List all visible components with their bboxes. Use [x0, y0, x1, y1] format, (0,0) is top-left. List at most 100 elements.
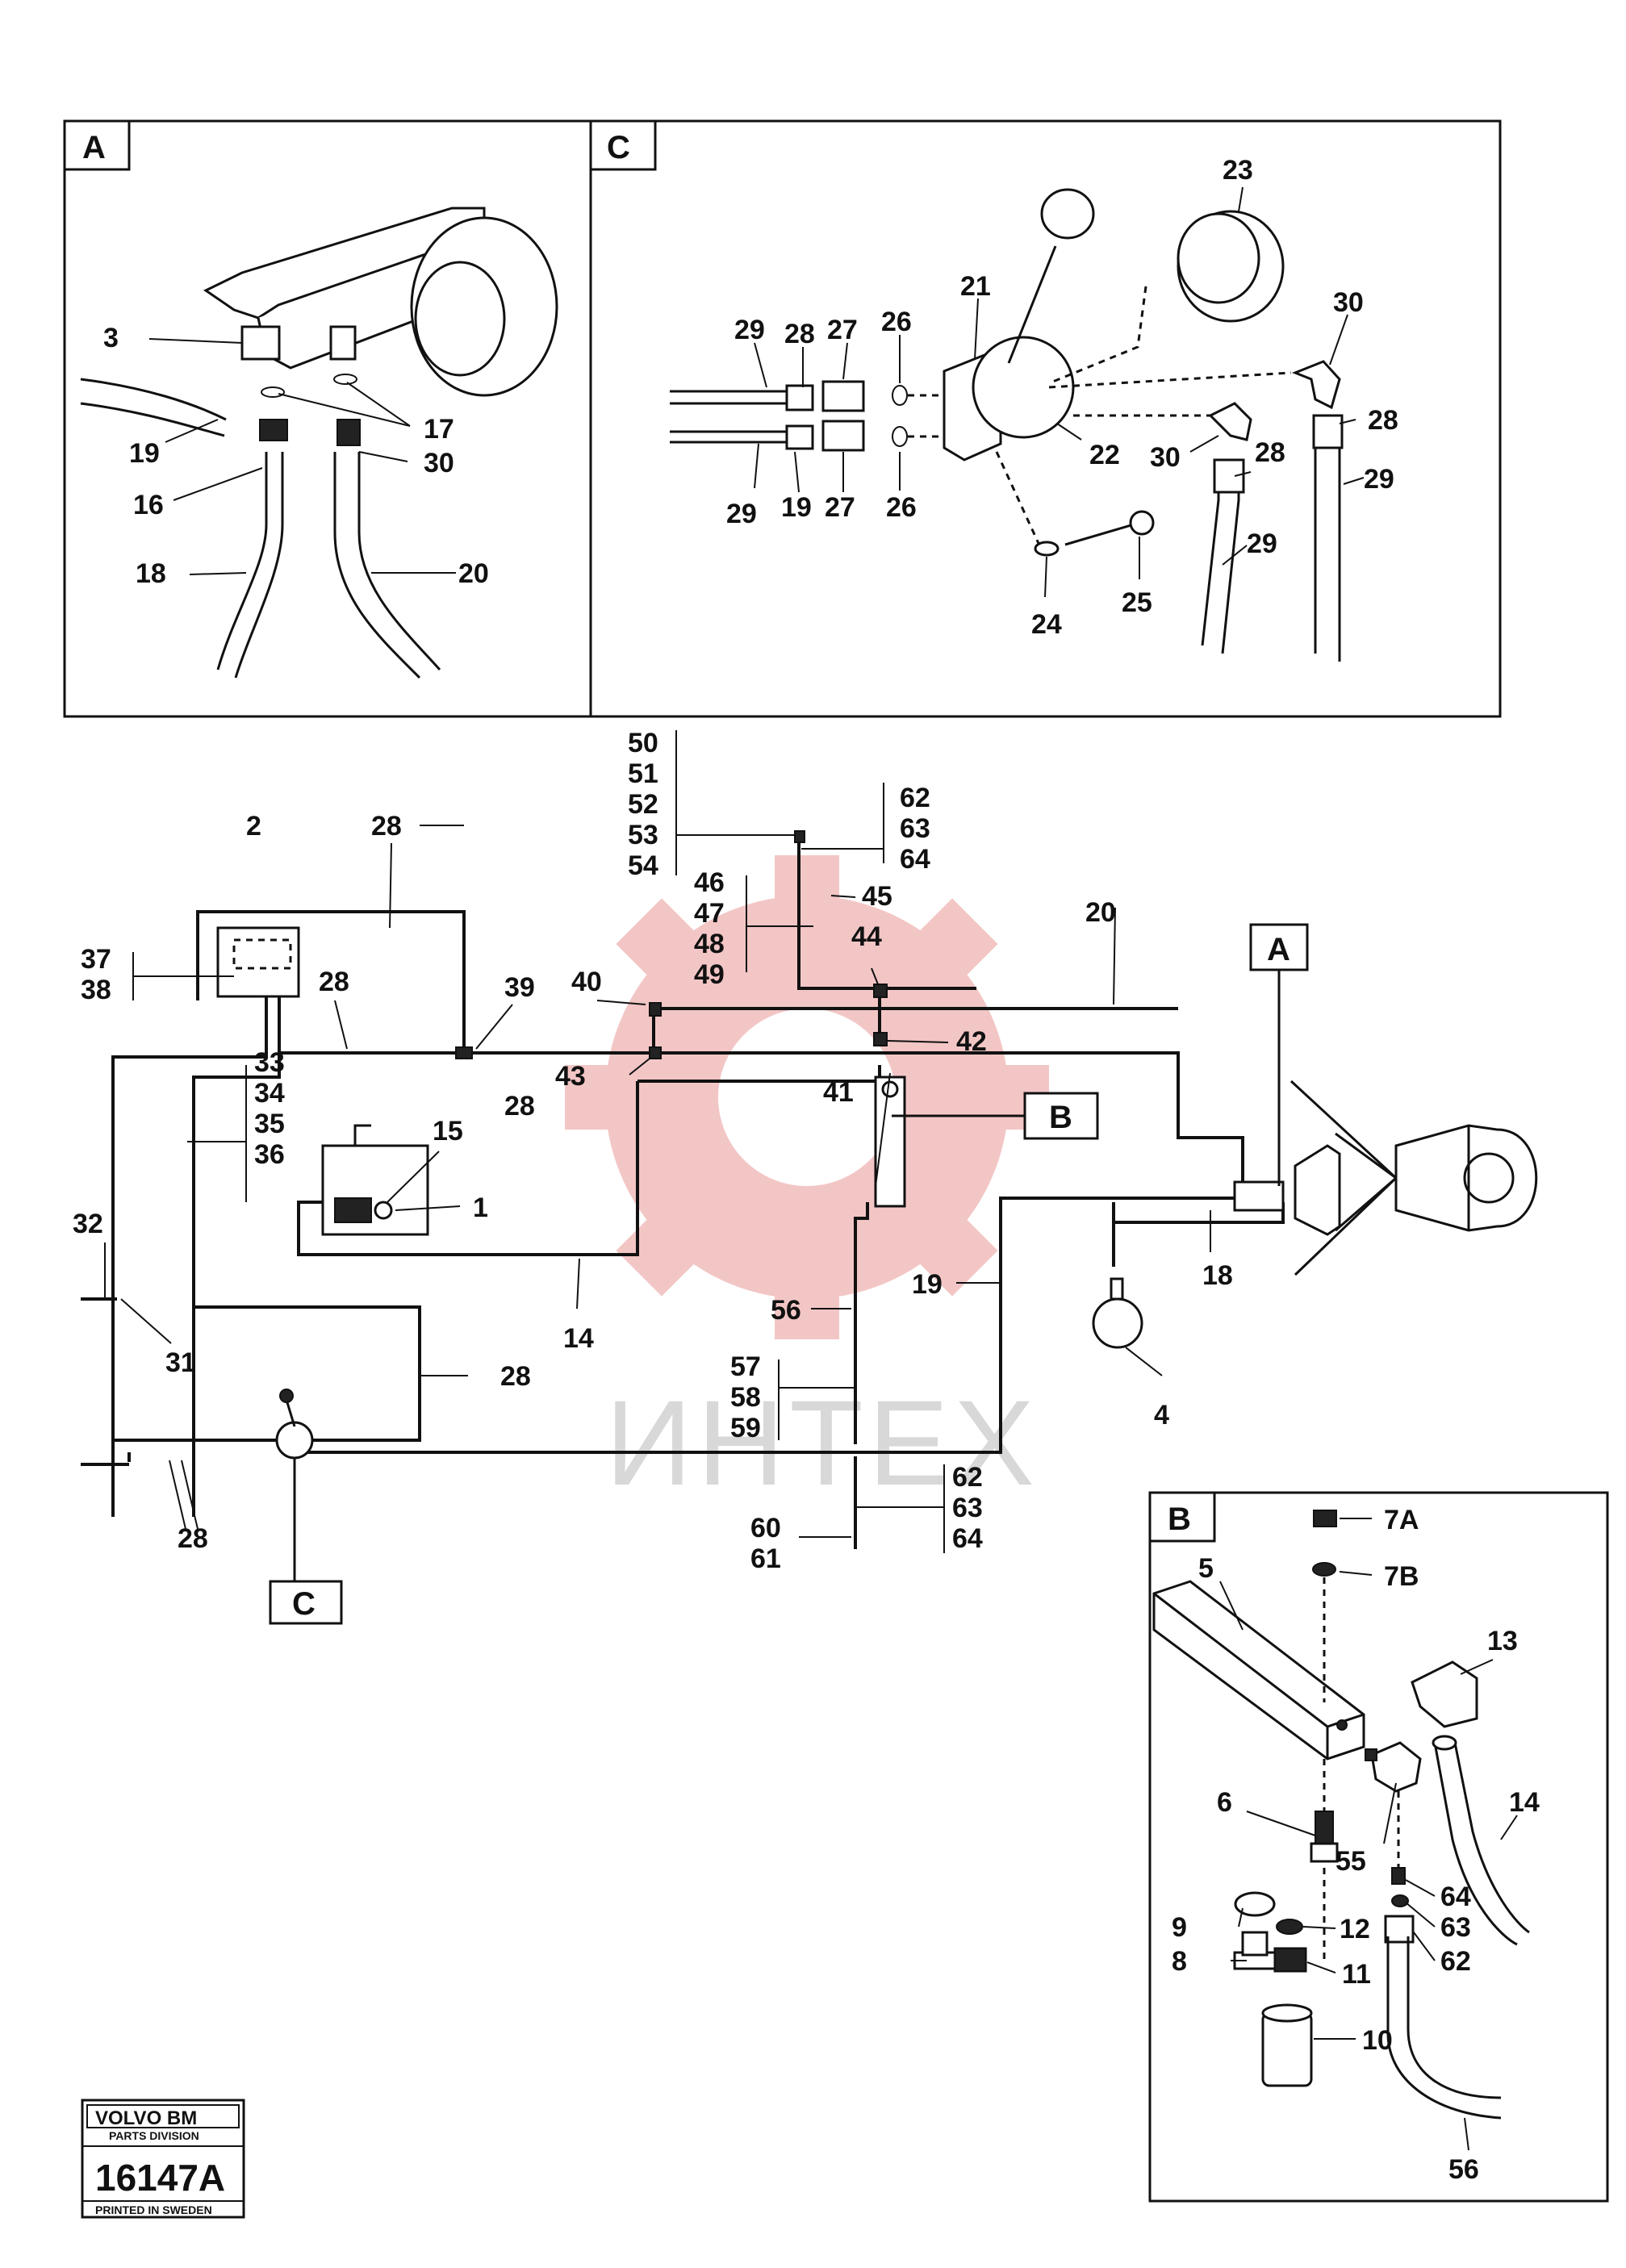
part-label: 26: [886, 492, 917, 523]
part-label: 19: [912, 1269, 943, 1300]
part-label: 56: [1448, 2154, 1479, 2185]
part-label: 12: [1340, 1914, 1370, 1944]
part-label: 64: [900, 844, 930, 875]
part-label: 44: [851, 921, 882, 952]
part-label: 1: [473, 1192, 488, 1223]
part-label: 54: [628, 850, 658, 881]
part-label: 36: [254, 1139, 285, 1170]
part-label: 39: [504, 972, 535, 1003]
logo-printed: PRINTED IN SWEDEN: [95, 2203, 212, 2216]
part-label: 29: [726, 499, 757, 529]
part-label: 40: [571, 967, 602, 997]
logo-division: PARTS DIVISION: [109, 2129, 199, 2142]
part-label: 51: [628, 758, 658, 789]
part-label: 8: [1172, 1946, 1187, 1977]
part-label: 15: [433, 1116, 463, 1147]
callout-tag-b: B: [1049, 1100, 1072, 1135]
part-label: 21: [960, 271, 991, 302]
detail-panel-b: B: [1148, 1491, 1609, 2203]
part-label: 14: [563, 1323, 594, 1354]
part-label: 10: [1362, 2025, 1393, 2056]
part-label: 30: [1333, 287, 1364, 318]
part-label: 28: [784, 319, 815, 349]
part-label: 28: [500, 1361, 531, 1392]
part-label: 18: [1202, 1260, 1233, 1291]
part-label: 20: [1085, 897, 1116, 928]
part-label: 24: [1031, 609, 1062, 640]
part-label: 61: [750, 1543, 781, 1574]
panel-a-tag: A: [82, 130, 106, 165]
part-label: 46: [694, 867, 725, 898]
part-label: 45: [862, 881, 892, 912]
part-label: 30: [1150, 442, 1181, 473]
part-label: 34: [254, 1078, 285, 1109]
part-label: 4: [1154, 1400, 1169, 1431]
part-label: 28: [1368, 405, 1398, 436]
part-label: 16: [133, 490, 164, 520]
part-label: 33: [254, 1047, 285, 1078]
part-label: 27: [827, 315, 858, 345]
part-label: 62: [900, 783, 930, 813]
callout-tag-a: A: [1267, 932, 1290, 967]
panel-b-tag: B: [1168, 1502, 1191, 1537]
part-label: 14: [1509, 1787, 1540, 1818]
part-label: 35: [254, 1109, 285, 1139]
part-label: 28: [504, 1091, 535, 1121]
part-label: 28: [371, 811, 402, 842]
part-label: 43: [555, 1061, 586, 1092]
part-label: 64: [952, 1523, 983, 1554]
volvo-bm-logo: VOLVO BM PARTS DIVISION 16147A PRINTED I…: [81, 2099, 245, 2219]
part-label: 20: [458, 558, 489, 589]
panel-c-tag: C: [607, 130, 630, 165]
part-label: 29: [1247, 528, 1277, 559]
part-label: 55: [1335, 1846, 1366, 1877]
part-label: 37: [81, 944, 111, 975]
part-label: 63: [1440, 1912, 1471, 1943]
part-label: 19: [129, 438, 160, 469]
part-label: 48: [694, 929, 725, 959]
part-label: 57: [730, 1351, 761, 1382]
part-label: 2: [246, 811, 261, 842]
part-label: 18: [136, 558, 166, 589]
part-label: 5: [1198, 1553, 1214, 1584]
part-label: 31: [165, 1347, 196, 1378]
part-label: 22: [1089, 440, 1120, 470]
part-label: 59: [730, 1413, 761, 1443]
part-label: 9: [1172, 1912, 1187, 1943]
part-label: 29: [1364, 464, 1394, 495]
watermark-text: ИНТЕХ: [605, 1375, 1039, 1510]
part-label: 7B: [1384, 1561, 1419, 1592]
part-label: 32: [73, 1209, 103, 1239]
part-label: 56: [771, 1295, 801, 1326]
part-label: 38: [81, 975, 111, 1005]
part-label: 23: [1223, 155, 1253, 186]
part-label: 27: [825, 492, 855, 523]
part-label: 49: [694, 959, 725, 990]
part-label: 60: [750, 1513, 781, 1543]
part-label: 11: [1342, 1959, 1371, 1990]
part-label: 25: [1122, 587, 1152, 618]
part-label: 47: [694, 898, 725, 929]
part-label: 28: [1255, 437, 1285, 468]
part-label: 63: [900, 813, 930, 844]
part-label: 58: [730, 1382, 761, 1413]
logo-brand: VOLVO BM: [95, 2107, 197, 2129]
part-label: 6: [1217, 1787, 1232, 1818]
part-label: 26: [881, 307, 912, 337]
part-label: 64: [1440, 1882, 1471, 1912]
logo-number: 16147A: [95, 2157, 225, 2199]
part-label: 28: [319, 967, 349, 997]
part-label: 28: [178, 1523, 208, 1554]
part-label: 30: [424, 448, 454, 478]
part-label: 3: [103, 323, 119, 353]
part-label: 62: [1440, 1946, 1471, 1977]
part-label: 17: [424, 414, 454, 445]
part-label: 63: [952, 1493, 983, 1523]
part-label: 42: [956, 1026, 987, 1057]
part-label: 41: [823, 1077, 854, 1108]
part-label: 13: [1487, 1626, 1518, 1656]
detail-panel-a: A 3 19 16 18 17 30 20: [63, 119, 592, 718]
part-label: 52: [628, 789, 658, 820]
part-label: 7A: [1384, 1505, 1419, 1535]
hydraulic-schematic: A B C: [73, 728, 1538, 1625]
